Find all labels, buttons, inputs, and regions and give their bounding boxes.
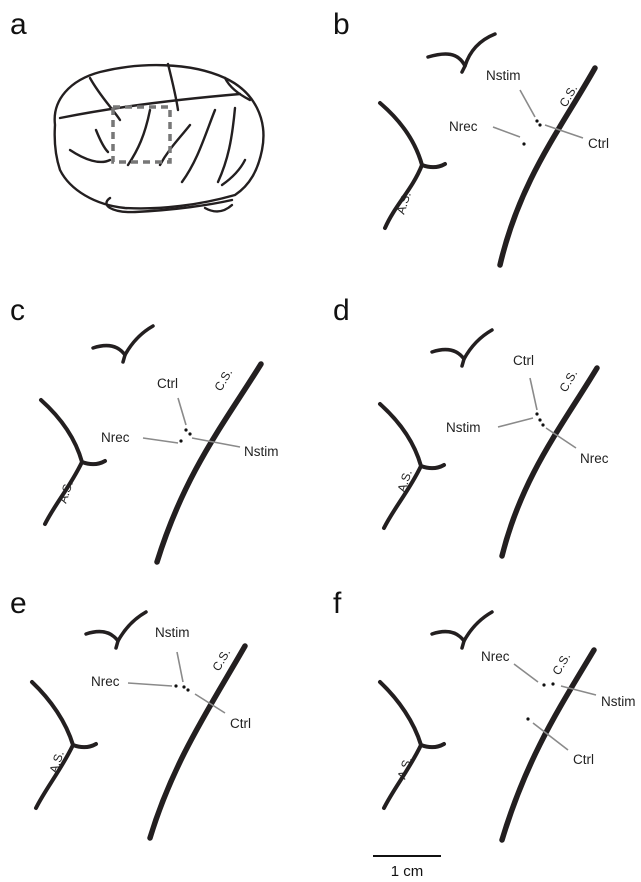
label-central-sulcus-c: C.S. (211, 366, 235, 393)
panel-letter-e: e (10, 587, 27, 620)
central-sulcus-b (500, 68, 595, 265)
label-nrec-f: Nrec (481, 649, 510, 664)
leader-stim-e (177, 652, 183, 682)
panel-c: c A.S. C.S. Ctrl Nrec Nstim (10, 294, 279, 562)
panel-e: e A.S. C.S. Nstim Nrec Ctrl (10, 587, 251, 838)
label-ctrl-e: Ctrl (230, 716, 251, 731)
label-nrec-b: Nrec (449, 119, 478, 134)
sulcus-small-stub-f (462, 641, 464, 648)
panel-a: a (10, 8, 263, 212)
central-sulcus-c (157, 364, 261, 562)
central-sulcus-f (502, 650, 594, 840)
label-arcuate-sulcus-f: A.S. (395, 755, 415, 781)
panel-f: f A.S. C.S. Nrec Nstim Ctrl (333, 587, 636, 840)
electrode-dot (184, 428, 187, 431)
arcuate-sulcus-b (380, 103, 445, 228)
leader-stim-b (520, 90, 535, 117)
arcuate-sulcus-c (41, 400, 105, 524)
label-nstim-b: Nstim (486, 68, 521, 83)
electrode-dot (538, 123, 541, 126)
arcuate-sulcus-e (32, 682, 96, 808)
label-nstim-d: Nstim (446, 420, 481, 435)
label-central-sulcus-d: C.S. (556, 367, 580, 394)
leader-rec-f (514, 664, 538, 682)
central-sulcus-e (150, 646, 245, 838)
leader-stim-d (498, 418, 533, 427)
label-nstim-e: Nstim (155, 625, 190, 640)
arcuate-sulcus-f (380, 682, 444, 808)
panel-letter-b: b (333, 8, 350, 41)
label-arcuate-sulcus-c: A.S. (56, 479, 76, 505)
leader-ctrl-d (530, 378, 537, 410)
leader-ctrl-c (178, 398, 186, 425)
panel-letter-a: a (10, 8, 27, 41)
label-ctrl-d: Ctrl (513, 353, 534, 368)
panel-letter-d: d (333, 294, 350, 327)
electrode-dot (541, 423, 544, 426)
arcuate-sulcus-d (380, 404, 444, 528)
panel-letter-c: c (10, 294, 25, 327)
electrode-dot (174, 684, 177, 687)
sulcal-map-d (380, 330, 597, 556)
leader-rec-c (143, 438, 178, 443)
panel-d: d A.S. C.S. Ctrl Nstim Nrec (333, 294, 609, 556)
electrode-dot (188, 432, 191, 435)
electrode-dot (542, 683, 545, 686)
sulcus-small-f (432, 612, 492, 641)
electrode-dot (522, 142, 525, 145)
electrode-dot (535, 119, 538, 122)
label-nstim-f: Nstim (601, 694, 636, 709)
electrode-dot (551, 682, 554, 685)
label-ctrl-b: Ctrl (588, 136, 609, 151)
electrode-dot (535, 412, 538, 415)
label-arcuate-sulcus-b: A.S. (394, 190, 414, 216)
sulcus-small-stub-d (462, 359, 464, 366)
sulcal-map-f (380, 612, 594, 840)
label-arcuate-sulcus-e: A.S. (47, 749, 67, 775)
brain-outline (55, 64, 264, 212)
scale-bar-label: 1 cm (391, 863, 424, 880)
leader-ctrl-b (545, 125, 583, 138)
scale-bar: 1 cm (373, 856, 441, 880)
sulcus-small-stub-e (116, 641, 118, 648)
label-arcuate-sulcus-d: A.S. (395, 468, 415, 494)
sulcus-small-stub-c (123, 355, 125, 362)
sulcus-small-b (428, 34, 495, 66)
label-central-sulcus-f: C.S. (549, 650, 573, 677)
label-ctrl-f: Ctrl (573, 752, 594, 767)
label-nrec-e: Nrec (91, 674, 120, 689)
sulcus-small-stub-b (462, 66, 465, 72)
label-ctrl-c: Ctrl (157, 376, 178, 391)
sulcus-small-d (432, 330, 492, 359)
leader-rec-b (493, 127, 520, 137)
sulcus-small-c (93, 326, 153, 355)
electrode-dot (182, 685, 185, 688)
region-of-interest-box (113, 107, 170, 162)
label-nstim-c: Nstim (244, 444, 279, 459)
electrode-dot (179, 439, 182, 442)
sulcal-map-e (32, 612, 245, 838)
panel-letter-f: f (333, 587, 342, 620)
label-nrec-c: Nrec (101, 430, 130, 445)
label-nrec-d: Nrec (580, 451, 609, 466)
electrode-dot (186, 688, 189, 691)
electrode-dot (526, 717, 529, 720)
leader-rec-e (128, 683, 172, 686)
panel-b: b A.S. C.S. Nstim Nrec Ctrl (333, 8, 609, 265)
sulcus-small-e (86, 612, 146, 641)
electrode-dot (538, 418, 541, 421)
